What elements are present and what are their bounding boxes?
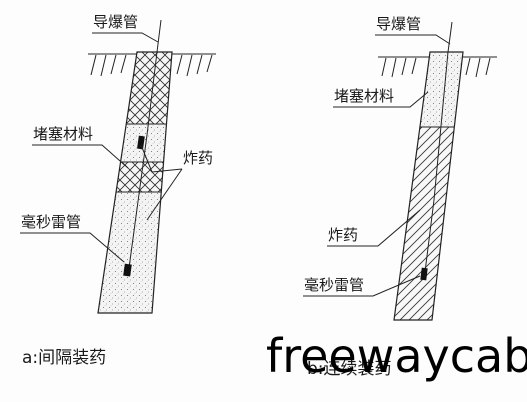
- lower-detonator: [123, 263, 132, 277]
- ground-hatch: [90, 54, 213, 77]
- right-detonator: [420, 267, 428, 281]
- ground-hatch: [381, 57, 491, 78]
- left-caption: a:间隔装药: [22, 348, 106, 368]
- left-detonating-tube-line: [128, 19, 162, 269]
- stemming-top: [394, 52, 463, 127]
- right-detonating-tube-label: 导爆管: [376, 15, 421, 33]
- left-blast-hole: [98, 52, 172, 313]
- right-stemming-label: 堵塞材料: [334, 87, 394, 105]
- left-diagram: 导爆管 堵塞材料 炸药 毫秒雷管 a:间隔装药: [20, 13, 216, 368]
- left-detonating-tube-label: 导爆管: [93, 13, 138, 31]
- right-detonator-label: 毫秒雷管: [304, 276, 364, 294]
- left-hole-outline: [97, 51, 173, 314]
- right-caption: b:连续装药: [307, 359, 392, 379]
- watermark-text: freewaycab: [266, 329, 527, 383]
- left-explosive-label: 炸药: [183, 149, 213, 167]
- upper-detonator: [137, 135, 145, 150]
- left-stemming-label: 堵塞材料: [33, 125, 93, 143]
- right-hole-outline: [393, 51, 464, 321]
- left-detonator-label: 毫秒雷管: [21, 213, 81, 231]
- right-diagram: 导爆管 堵塞材料 炸药 毫秒雷管 b:连续装药: [303, 15, 497, 379]
- lower-explosive-deck: [98, 192, 172, 313]
- continuous-explosive: [394, 127, 463, 320]
- right-explosive-label: 炸药: [328, 226, 358, 244]
- right-blast-hole: [394, 52, 463, 320]
- middle-stemming-deck: [98, 162, 172, 192]
- upper-explosive-deck: [98, 124, 172, 162]
- right-detonating-tube-line: [424, 21, 453, 273]
